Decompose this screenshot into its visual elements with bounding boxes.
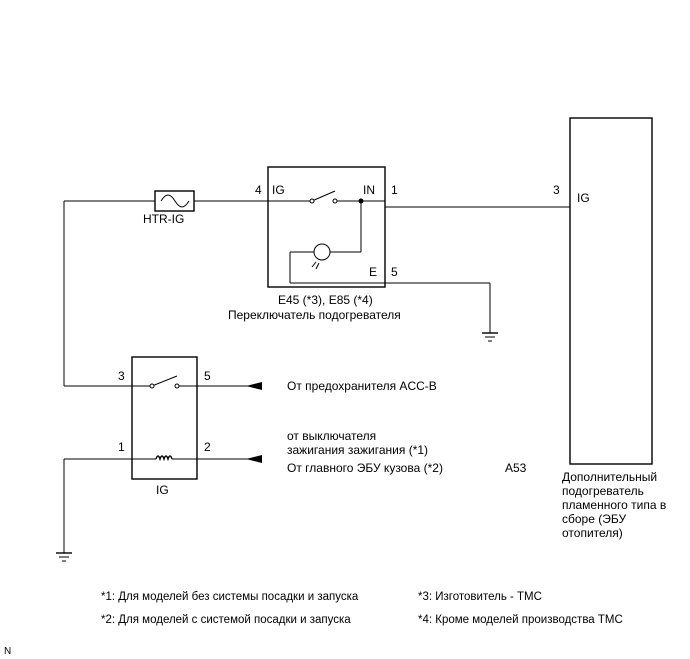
ecu-label-ig: IG bbox=[577, 191, 590, 205]
switch-pin-ig: 4 bbox=[255, 183, 262, 197]
switch-label-in: IN bbox=[363, 183, 375, 197]
arrow-ignition bbox=[246, 455, 262, 463]
switch-contact-left bbox=[309, 198, 315, 204]
ecu-name-line-2: подогреватель bbox=[562, 484, 644, 498]
switch-pin-in: 1 bbox=[391, 183, 398, 197]
switch-name: Переключатель подогревателя bbox=[228, 308, 401, 322]
relay-pin-5: 5 bbox=[204, 369, 211, 383]
arrow-acc-b bbox=[246, 382, 262, 390]
corner-mark: N bbox=[4, 646, 11, 657]
fuse-element bbox=[160, 194, 190, 208]
ecu-name-line-5: отопителя) bbox=[562, 526, 623, 540]
heater-ecu-box bbox=[569, 117, 653, 465]
junction-dot bbox=[358, 198, 364, 204]
relay-pin-3: 3 bbox=[118, 369, 125, 383]
ecu-name-line-1: Дополнительный bbox=[562, 470, 657, 484]
relay-contact-arm bbox=[151, 375, 178, 387]
relay-pin-1: 1 bbox=[118, 440, 125, 454]
relay-contact-left bbox=[149, 383, 155, 389]
fuse-htr-ig bbox=[154, 190, 195, 212]
source-ignition-line-1: от выключателя bbox=[287, 429, 376, 443]
switch-label-ig: IG bbox=[272, 183, 285, 197]
indicator-led bbox=[313, 243, 331, 261]
ecu-name-line-4: сборе (ЭБУ bbox=[562, 512, 626, 526]
relay-pin-2: 2 bbox=[204, 440, 211, 454]
relay-coil bbox=[155, 455, 173, 462]
ig-relay-box bbox=[131, 356, 198, 480]
relay-contact-right bbox=[174, 383, 180, 389]
note-4: *4: Кроме моделей производства TMC bbox=[418, 614, 623, 626]
source-ignition-line-2: зажигания зажигания (*1) bbox=[287, 443, 428, 457]
note-2: *2: Для моделей с системой посадки и зап… bbox=[101, 614, 351, 626]
switch-label-e: E bbox=[369, 265, 377, 279]
switch-contact-right bbox=[332, 198, 338, 204]
note-1: *1: Для моделей без системы посадки и за… bbox=[101, 591, 359, 603]
source-acc-b: От предохранителя ACC-B bbox=[287, 379, 437, 393]
ecu-pin: 3 bbox=[553, 183, 560, 197]
ecu-name-line-3: пламенного типа в bbox=[562, 498, 666, 512]
switch-pin-e: 5 bbox=[391, 265, 398, 279]
source-ignition-line-3: От главного ЭБУ кузова (*2) bbox=[287, 461, 443, 475]
fuse-label: HTR-IG bbox=[143, 212, 184, 226]
switch-contact-arm bbox=[311, 190, 336, 202]
ecu-connector: A53 bbox=[505, 461, 527, 475]
relay-label: IG bbox=[156, 483, 169, 497]
heater-switch-box bbox=[267, 166, 386, 288]
led-arrows bbox=[311, 261, 320, 270]
note-3: *3: Изготовитель - TMC bbox=[418, 591, 542, 603]
switch-connector: E45 (*3), E85 (*4) bbox=[278, 293, 373, 307]
